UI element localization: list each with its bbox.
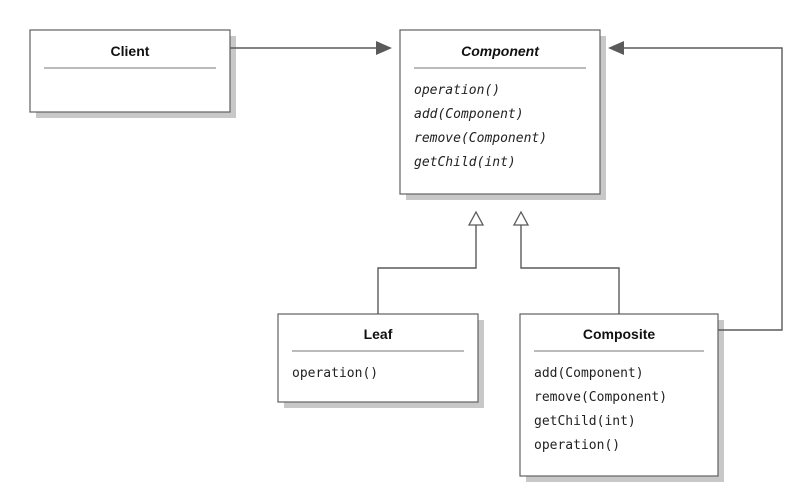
- leaf-inheritance: [377, 210, 485, 314]
- leaf-method: operation(): [292, 366, 378, 381]
- component-method: add(Component): [414, 107, 524, 122]
- client-box: [29, 29, 231, 113]
- client-component-association: [230, 41, 392, 55]
- leaf-box: [277, 313, 479, 403]
- composite-method: operation(): [534, 438, 620, 453]
- composite-children-association: [608, 41, 783, 331]
- composite-method: add(Component): [534, 366, 644, 381]
- component-class: Component operation() add(Component) rem…: [399, 29, 606, 200]
- client-class: Client: [29, 29, 236, 118]
- composite-inheritance-line: [520, 225, 620, 314]
- composite-inheritance: [512, 210, 620, 314]
- component-name: Component: [461, 43, 540, 59]
- component-method: remove(Component): [414, 131, 547, 146]
- leaf-name: Leaf: [364, 326, 393, 342]
- composite-name: Composite: [583, 326, 656, 342]
- leaf-class: Leaf operation(): [277, 313, 484, 408]
- component-method: operation(): [414, 83, 500, 98]
- association-arrowhead: [376, 41, 392, 55]
- client-name: Client: [111, 43, 150, 59]
- component-box: [399, 29, 601, 195]
- leaf-inheritance-line: [377, 225, 477, 314]
- composite-box: [519, 313, 719, 477]
- composite-method: remove(Component): [534, 390, 667, 405]
- children-association-arrowhead: [608, 41, 624, 55]
- composite-method: getChild(int): [534, 414, 636, 429]
- composite-class: Composite add(Component) remove(Componen…: [519, 313, 724, 482]
- component-method: getChild(int): [414, 155, 516, 170]
- leaf-inheritance-arrowhead: [467, 210, 485, 226]
- composite-inheritance-arrowhead: [512, 210, 530, 226]
- children-association-line: [622, 47, 783, 331]
